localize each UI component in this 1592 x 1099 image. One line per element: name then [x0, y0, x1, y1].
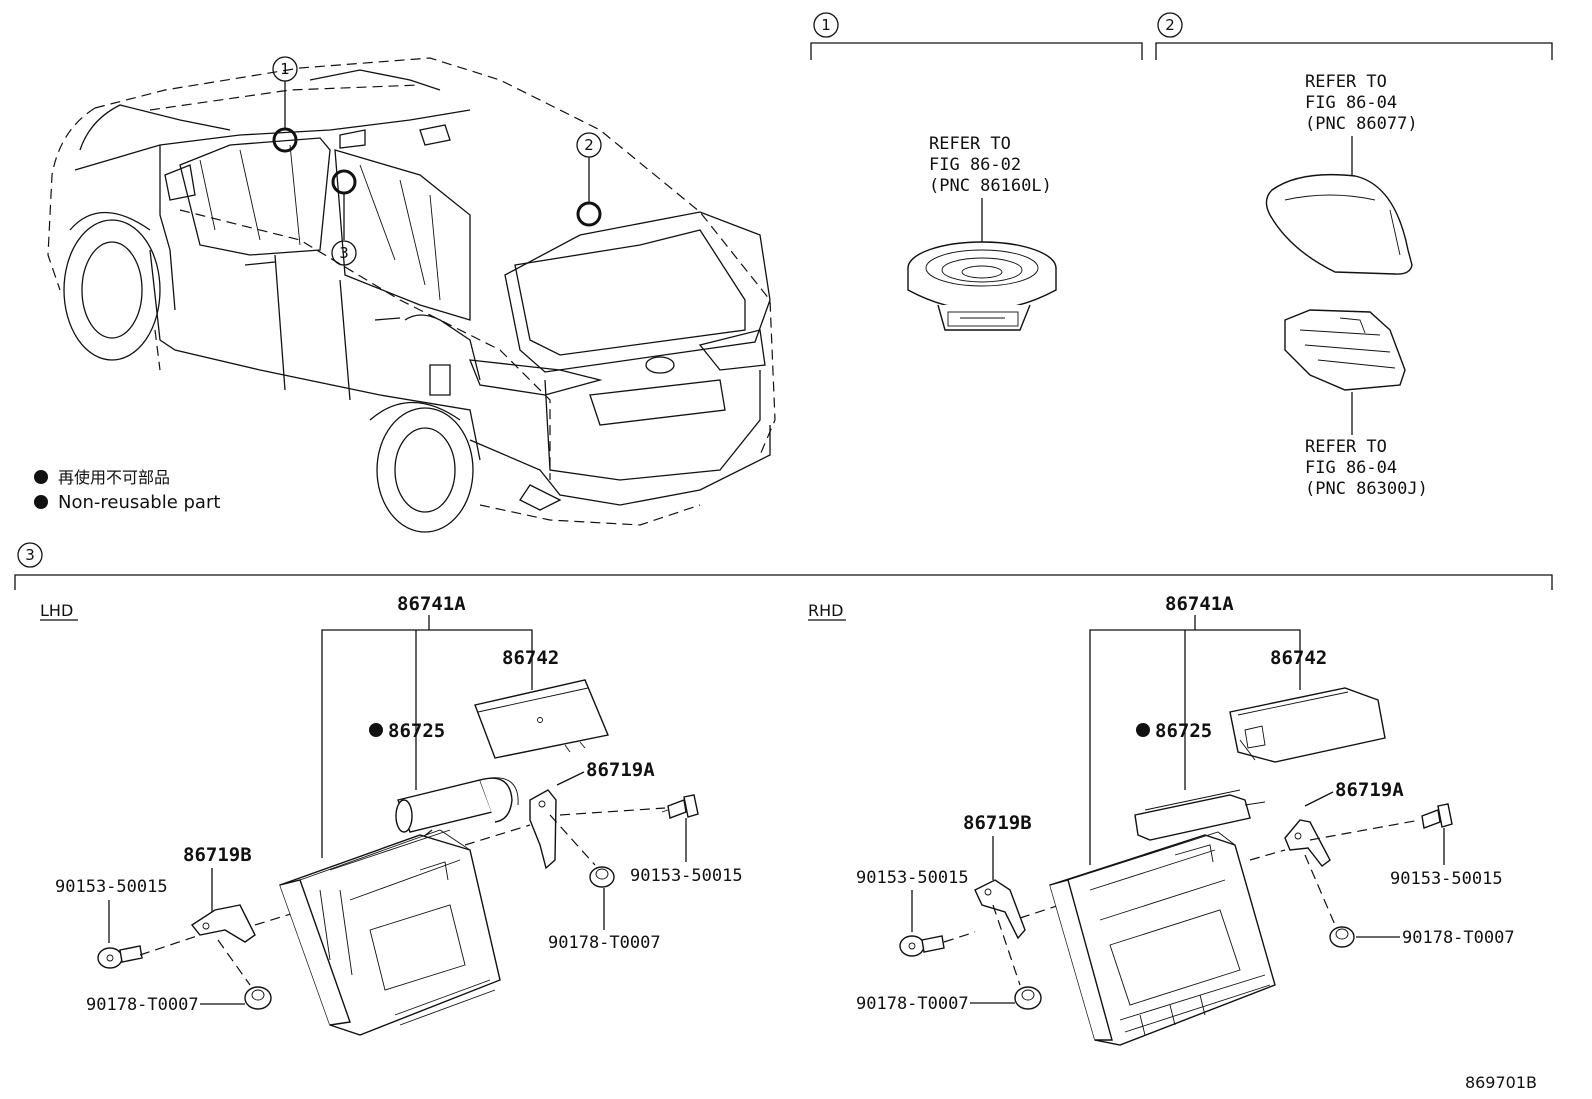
rhd-cartridge-86725: [1134, 789, 1266, 841]
lhd-label-90153-right: 90153-50015: [630, 866, 743, 886]
legend-japanese: 再使用不可部品: [58, 468, 170, 487]
speaker-part: [907, 241, 1057, 331]
lhd-label-86719A: 86719A: [586, 759, 655, 781]
rhd-bracket-86719A: [1284, 819, 1331, 867]
rhd-bracket-86719B: [974, 879, 1026, 940]
rhd-label-86719B: 86719B: [963, 812, 1032, 834]
lhd-bracket-86719B: [190, 904, 256, 943]
shark-fin-antenna-part: [1265, 173, 1413, 275]
section-1-refer-line3: (PNC 86160L): [929, 176, 1052, 196]
lhd-nut-left: [244, 986, 272, 1010]
section-2-refer-bottom-line2: FIG 86-04: [1305, 458, 1397, 478]
section-2-number: 2: [1165, 16, 1175, 34]
lhd-bolt-left: [97, 945, 143, 969]
section-2-refer-bottom-line3: (PNC 86300J): [1305, 479, 1428, 499]
antenna-base-part: [1284, 309, 1406, 391]
vehicle-callouts: 1 2 3: [272, 56, 602, 266]
lhd-nonreusable-bullet: [369, 723, 383, 737]
lhd-cover-86742: [474, 679, 609, 759]
section-1-number: 1: [821, 16, 831, 34]
section-3-number: 3: [25, 546, 35, 564]
section-1-speaker: 1 REFER TO FIG 86-02 (PNC 86160L): [810, 12, 1143, 331]
rhd-label-90178-left: 90178-T0007: [856, 994, 969, 1014]
rhd-nut-right: [1329, 926, 1355, 948]
lhd-cartridge-86725: [395, 777, 519, 833]
lhd-nut-right: [589, 866, 615, 888]
speaker-location-circle: [272, 127, 298, 153]
legend-bullet-jp: [34, 470, 48, 484]
rhd-label-86741A: 86741A: [1165, 593, 1234, 615]
rhd-label-90153-left: 90153-50015: [856, 868, 969, 888]
lhd-label-86719B: 86719B: [183, 844, 252, 866]
rhd-label-90153-right: 90153-50015: [1390, 869, 1503, 889]
legend-bullet-en: [34, 495, 48, 509]
lhd-label-86741A: 86741A: [397, 593, 466, 615]
lhd-title: LHD: [40, 601, 73, 620]
antenna-location-circle: [576, 201, 602, 227]
callout-3-label: 3: [339, 244, 349, 262]
callout-2-label: 2: [584, 136, 594, 154]
section-2-refer-bottom-line1: REFER TO: [1305, 437, 1387, 457]
lhd-label-90178-left: 90178-T0007: [86, 995, 199, 1015]
lhd-module-86741A: [279, 829, 501, 1036]
lhd-bracket-86719A: [529, 789, 557, 870]
lhd-group: LHD 86741A 86742 86725 86719A: [40, 593, 743, 1036]
section-2-antenna: 2 REFER TO FIG 86-04 (PNC 86077) REFER T…: [1155, 12, 1553, 499]
rhd-label-86742: 86742: [1270, 647, 1327, 669]
rhd-title: RHD: [808, 601, 843, 620]
lhd-label-86725: 86725: [388, 720, 445, 742]
section-2-refer-top-line2: FIG 86-04: [1305, 93, 1397, 113]
rhd-label-86719A: 86719A: [1335, 779, 1404, 801]
section-1-refer-line1: REFER TO: [929, 134, 1011, 154]
rhd-nonreusable-bullet: [1136, 723, 1150, 737]
rhd-cover-86742: [1229, 687, 1386, 763]
rhd-label-86725: 86725: [1155, 720, 1212, 742]
rhd-nut-left: [1014, 986, 1042, 1010]
lhd-label-90178-right: 90178-T0007: [548, 933, 661, 953]
rhd-module-86741A: [1049, 831, 1276, 1046]
rhd-group: RHD 86741A 86742 86725 86719A: [808, 593, 1515, 1046]
callout-1-label: 1: [280, 60, 290, 78]
rhd-bolt-right: [1421, 803, 1453, 829]
module-location-circle: [331, 169, 357, 195]
lhd-label-90153-left: 90153-50015: [55, 877, 168, 897]
section-1-refer-line2: FIG 86-02: [929, 155, 1021, 175]
rhd-bolt-left: [899, 935, 945, 957]
section-2-refer-top-line3: (PNC 86077): [1305, 114, 1418, 134]
callout-3-marker: [331, 240, 357, 266]
section-3-header: 3: [14, 542, 1553, 590]
legend-english: Non-reusable part: [58, 492, 220, 513]
section-2-refer-top-line1: REFER TO: [1305, 72, 1387, 92]
legend: 再使用不可部品 Non-reusable part: [34, 468, 220, 513]
lhd-bolt-right: [661, 794, 699, 819]
rhd-label-90178-right: 90178-T0007: [1402, 928, 1515, 948]
lhd-label-86742: 86742: [502, 647, 559, 669]
vehicle-illustration: [47, 57, 776, 533]
figure-number: 869701B: [1465, 1073, 1537, 1092]
